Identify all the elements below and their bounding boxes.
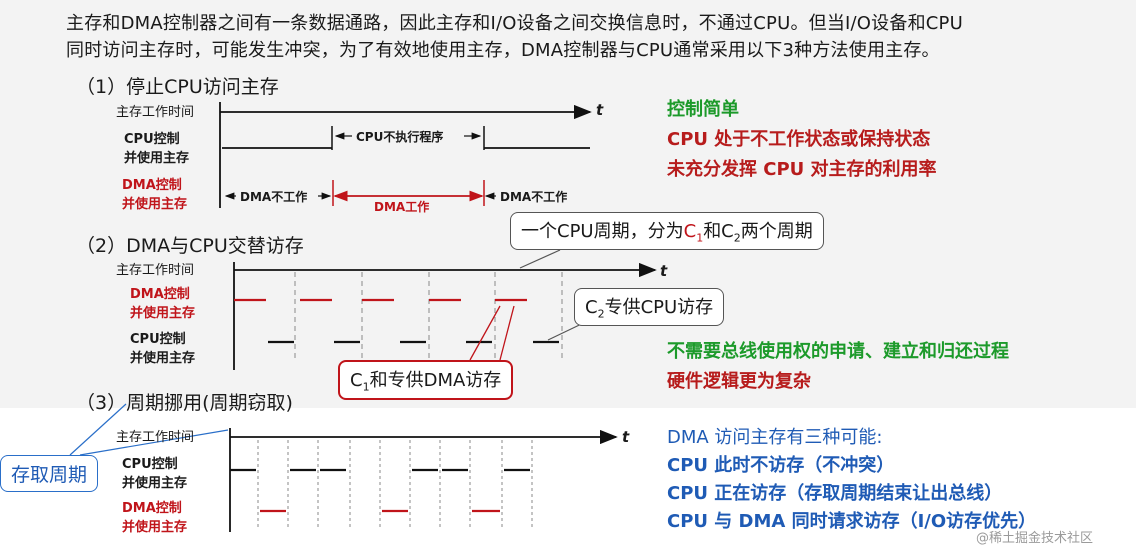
- callout-cpu-cycle-pre: 一个CPU周期，分为: [521, 221, 684, 242]
- section3-label-dma-line2: 并使用主存: [122, 520, 188, 535]
- section2-note-2: 硬件逻辑更为复杂: [667, 371, 811, 392]
- callout-c1: C1和专供DMA访存: [338, 360, 514, 400]
- section1-heading: （1）停止CPU访问主存: [76, 76, 279, 98]
- section2-diagram: [233, 249, 657, 370]
- callout-c2-sub: 2: [597, 307, 605, 321]
- section2-label-dma: DMA控制 并使用主存: [130, 285, 195, 323]
- section1-dma-work: DMA工作: [374, 200, 430, 214]
- section1-note-1: 控制简单: [667, 99, 739, 120]
- section3-note-2: CPU 此时不访存（不冲突）: [667, 455, 895, 476]
- section1-label-dma: DMA控制 并使用主存: [122, 176, 187, 214]
- section3-label-cpu: CPU控制 并使用主存: [122, 455, 187, 493]
- callout-c1-letter: C: [683, 221, 697, 242]
- section3-note-4: CPU 与 DMA 同时请求访存（I/O访存优先）: [667, 511, 1037, 532]
- section2-label-main: 主存工作时间: [116, 263, 195, 278]
- section2-heading: （2）DMA与CPU交替访存: [76, 235, 304, 257]
- section2-label-cpu-line1: CPU控制: [130, 332, 186, 347]
- section2-label-dma-line2: 并使用主存: [130, 306, 196, 321]
- lower-background: [0, 408, 1136, 549]
- callout-cycle-sub1: 1: [696, 231, 704, 245]
- callout-c2-post: 专供CPU访存: [604, 297, 714, 318]
- section3-diagram: [69, 403, 618, 532]
- section2-note-1: 不需要总线使用权的申请、建立和归还过程: [667, 341, 1009, 362]
- section1-note-2: CPU 处于不工作状态或保持状态: [667, 129, 931, 150]
- callout-cycle-mid: 和C: [703, 221, 734, 242]
- section1-label-main: 主存工作时间: [116, 105, 195, 120]
- section1-label-dma-line2: 并使用主存: [122, 197, 188, 212]
- section1-label-cpu-line1: CPU控制: [124, 132, 180, 147]
- section2-label-dma-line1: DMA控制: [130, 287, 190, 302]
- section1-label-cpu: CPU控制 并使用主存: [124, 130, 189, 168]
- section2-label-cpu-line2: 并使用主存: [130, 351, 196, 366]
- callout-c1-post: 和专供DMA访存: [369, 370, 502, 391]
- section1-note-3: 未充分发挥 CPU 对主存的利用率: [667, 159, 937, 180]
- callout-cycle-sub2: 2: [733, 231, 741, 245]
- callout-cycle-post: 两个周期: [740, 221, 813, 242]
- section1-dma-idle-left: DMA不工作: [240, 190, 308, 204]
- section3-label-main: 主存工作时间: [116, 430, 195, 445]
- callout-c2: C2专供CPU访存: [574, 288, 725, 326]
- section3-label-dma-line1: DMA控制: [122, 501, 182, 516]
- section2-label-cpu: CPU控制 并使用主存: [130, 330, 195, 368]
- section1-cpu-pause: CPU不执行程序: [356, 130, 444, 144]
- section1-label-dma-line1: DMA控制: [122, 178, 182, 193]
- section1-dma-idle-right: DMA不工作: [500, 190, 568, 204]
- section1-diagram: [219, 102, 592, 208]
- callout-c1-pre: C: [350, 370, 363, 391]
- section2-axis-t: t: [660, 262, 668, 280]
- callout-c2-pre: C: [585, 297, 598, 318]
- section3-label-cpu-line1: CPU控制: [122, 457, 178, 472]
- intro-line-2: 同时访问主存时，可能发生冲突，为了有效地使用主存，DMA控制器与CPU通常采用以…: [66, 40, 940, 61]
- section3-note-3: CPU 正在访存（存取周期结束让出总线）: [667, 483, 1003, 504]
- section3-label-dma: DMA控制 并使用主存: [122, 499, 187, 537]
- section1-axis-t: t: [596, 101, 604, 119]
- callout-cpu-cycle: 一个CPU周期，分为C1和C2两个周期: [510, 212, 824, 250]
- section3-heading: （3）周期挪用(周期窃取): [76, 392, 293, 414]
- section3-axis-t: t: [622, 428, 630, 446]
- watermark: @稀土掘金技术社区: [976, 531, 1094, 546]
- intro-paragraph: 主存和DMA控制器之间有一条数据通路，因此主存和I/O设备之间交换信息时，不通过…: [66, 10, 1132, 64]
- section3-note-1: DMA 访问主存有三种可能:: [667, 427, 883, 448]
- callout-access-cycle: 存取周期: [0, 455, 99, 492]
- section1-label-cpu-line2: 并使用主存: [124, 151, 190, 166]
- intro-line-1: 主存和DMA控制器之间有一条数据通路，因此主存和I/O设备之间交换信息时，不通过…: [66, 13, 963, 34]
- section3-label-cpu-line2: 并使用主存: [122, 476, 188, 491]
- callout-c1-sub: 1: [362, 380, 370, 394]
